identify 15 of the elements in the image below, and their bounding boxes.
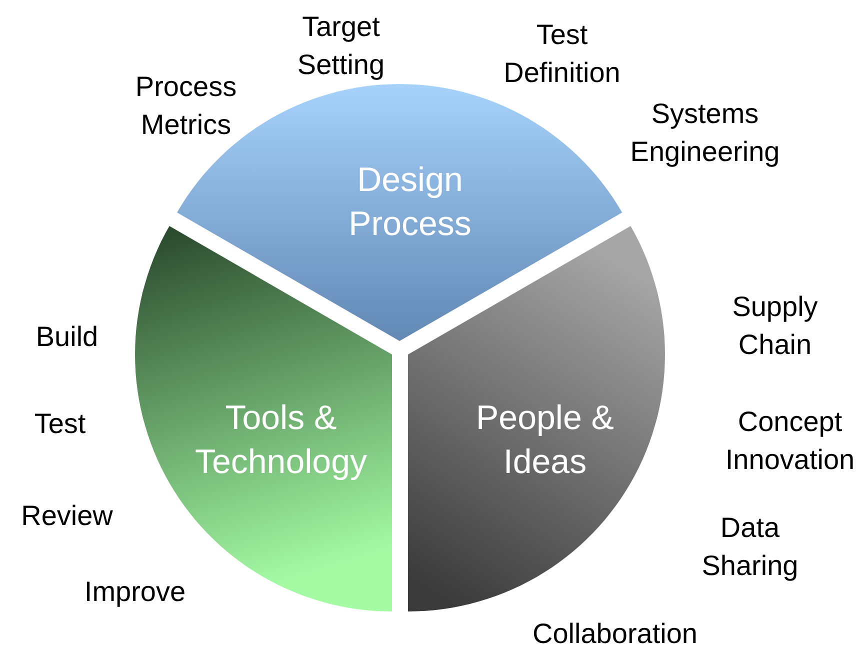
segment-item-label: Test [33,407,87,441]
segment-item-label: Target Setting [296,10,386,82]
segment-title: People & Ideas [474,398,615,483]
segment-item-label: Review [20,499,114,533]
segment-item-label: Improve [83,575,187,609]
segment-item-label: Supply Chain [731,290,819,362]
segment-item-label: Process Metrics [134,70,238,142]
segment-item-label: Collaboration [532,617,698,648]
segment-item-label: Build [34,320,100,354]
segment-item-label: Concept Innovation [724,405,856,477]
segment-item-label: Test Definition [502,18,622,90]
segment-item-label: Systems Engineering [629,97,781,169]
segment-title: Design Process [348,160,472,245]
segment-item-label: Data Sharing [700,511,800,583]
segment-title: Tools & Technology [194,398,368,483]
